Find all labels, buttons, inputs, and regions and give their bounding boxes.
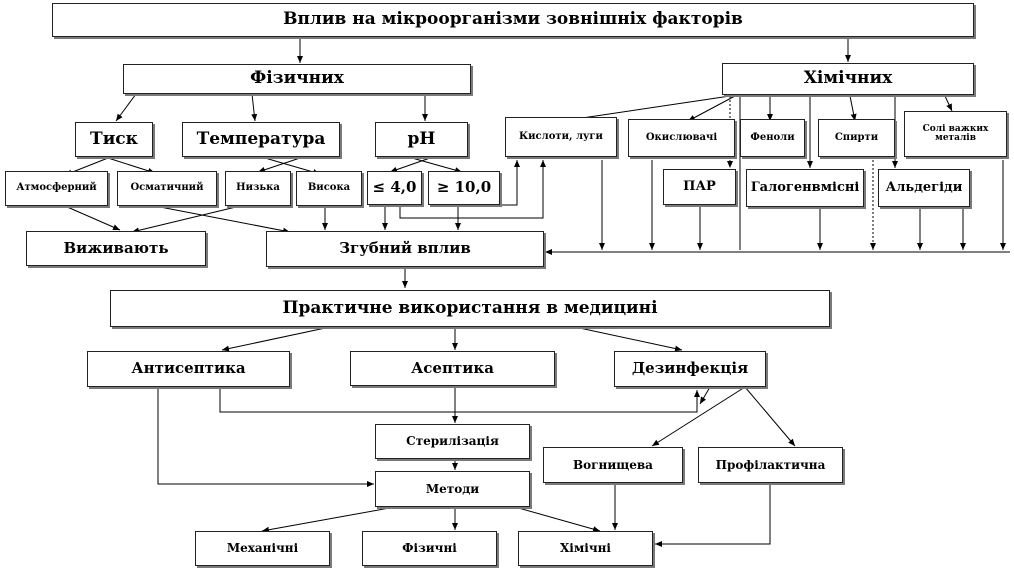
connector (219, 387, 700, 413)
connector (687, 95, 736, 122)
node-ph-low: ≤ 4,0 (367, 171, 422, 205)
node-survive: Виживають (26, 231, 206, 266)
connector (655, 483, 771, 547)
connector (257, 157, 301, 173)
node-temperature: Температура (182, 122, 340, 157)
node-high: Висока (296, 171, 362, 206)
connector (500, 160, 520, 206)
node-physical-methods: Фізичні (362, 531, 497, 566)
connector (744, 386, 796, 447)
node-mechanical: Механічні (195, 531, 330, 566)
node-phenols: Феноли (740, 119, 805, 157)
connector (944, 95, 953, 112)
connector (131, 205, 241, 234)
node-chemical: Хімічних (722, 63, 974, 95)
node-surfactants: ПАР (663, 169, 736, 205)
node-methods: Методи (375, 471, 530, 507)
node-preventive: Профілактична (698, 447, 843, 483)
node-chemical-methods: Хімічні (518, 531, 653, 566)
node-focal: Вогнищева (543, 447, 683, 483)
node-ph: pH (375, 122, 468, 157)
node-practical: Практичне використання в медицині (110, 290, 830, 327)
connector (261, 506, 396, 533)
node-aldehydes: Альдегіди (878, 169, 970, 207)
connector (221, 326, 331, 352)
node-pressure: Тиск (75, 122, 153, 157)
node-heavy-metals: Солі важких металів (904, 111, 1007, 157)
node-antiseptic: Антисептика (87, 351, 290, 387)
connector (107, 157, 156, 174)
node-sterilization: Стерилізація (375, 424, 530, 459)
connector (561, 95, 731, 123)
connector (514, 506, 601, 532)
connector (651, 386, 746, 447)
node-lethal: Згубний вплив (266, 231, 544, 267)
node-halogens: Галогенвмісні (746, 169, 864, 207)
connector (157, 387, 374, 487)
connector (699, 386, 711, 405)
node-oxidizers: Окислювачі (628, 119, 735, 157)
node-physical: Фізичних (123, 64, 471, 94)
connector (849, 95, 857, 122)
connector (251, 93, 258, 122)
node-low: Низька (225, 171, 291, 206)
node-alcohols: Спирти (818, 119, 895, 157)
connector (115, 93, 137, 122)
title-box: Вплив на мікроорганізми зовнішніх фактор… (52, 3, 974, 37)
connector (154, 205, 291, 234)
connector (64, 205, 121, 231)
connector (574, 326, 683, 352)
node-aseptic: Асептика (350, 351, 555, 386)
connector (389, 157, 431, 173)
node-osmotic: Осматичний (117, 171, 217, 206)
connector (399, 160, 546, 219)
node-disinfection: Дезинфекція (614, 351, 766, 387)
connector (411, 157, 463, 174)
node-atmospheric: Атмосферний (5, 171, 108, 206)
node-acids: Кислоти, луги (505, 117, 617, 157)
node-ph-high: ≥ 10,0 (428, 171, 500, 205)
